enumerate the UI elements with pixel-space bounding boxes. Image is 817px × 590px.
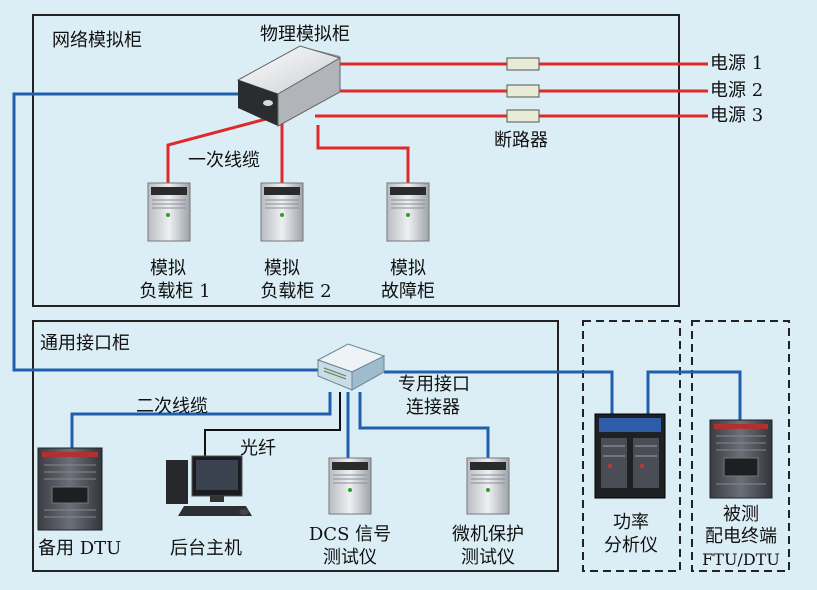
power-label-3: 电源 3 bbox=[710, 105, 764, 126]
tested-terminal-icon bbox=[709, 419, 773, 499]
secondary-cable-label: 二次线缆 bbox=[136, 396, 208, 417]
load-1-label-line1: 模拟 bbox=[150, 258, 186, 279]
connector-label-line1: 专用接口 bbox=[398, 374, 470, 395]
load-2-label-line1: 模拟 bbox=[264, 258, 300, 279]
breaker-label: 断路器 bbox=[494, 130, 548, 151]
host-label: 后台主机 bbox=[170, 538, 242, 559]
protection-tester-icon bbox=[466, 457, 510, 515]
fault-server-icon bbox=[386, 182, 430, 242]
power-label-2: 电源 2 bbox=[710, 80, 764, 101]
analyzer-label-line2: 分析仪 bbox=[604, 535, 658, 556]
host-computer-icon bbox=[166, 455, 252, 516]
network-cabinet-frame bbox=[32, 14, 680, 307]
load-server-2-icon bbox=[260, 182, 304, 242]
load-server-1-icon bbox=[147, 182, 191, 242]
physical-cabinet-label: 物理模拟柜 bbox=[260, 24, 350, 45]
interface-router-icon bbox=[316, 343, 386, 391]
dcs-label-line1: DCS 信号 bbox=[308, 524, 392, 545]
fault-label-line2: 故障柜 bbox=[381, 281, 435, 302]
power-analyzer-icon bbox=[594, 413, 666, 499]
load-1-label-line2: 负载柜 1 bbox=[139, 281, 211, 302]
protection-label-line2: 测试仪 bbox=[461, 547, 515, 568]
analyzer-label-line1: 功率 bbox=[613, 512, 649, 533]
dcs-tester-icon bbox=[328, 457, 372, 515]
tested-label-line3: FTU/DTU bbox=[702, 550, 780, 569]
protection-label-line1: 微机保护 bbox=[452, 524, 524, 545]
physical-router-icon bbox=[236, 45, 342, 127]
fiber-label: 光纤 bbox=[240, 438, 276, 459]
tested-label-line1: 被测 bbox=[723, 504, 759, 525]
tested-dashed-frame bbox=[691, 320, 790, 572]
interface-cabinet-frame bbox=[32, 320, 559, 572]
connector-label-line2: 连接器 bbox=[406, 397, 460, 418]
fiber-line bbox=[204, 392, 341, 458]
backup-dtu-icon bbox=[37, 447, 103, 531]
interface-cabinet-label: 通用接口柜 bbox=[40, 333, 130, 354]
backup-dtu-label: 备用 DTU bbox=[38, 538, 122, 559]
load-2-label-line2: 负载柜 2 bbox=[260, 281, 332, 302]
primary-cable-label: 一次线缆 bbox=[188, 150, 260, 171]
analyzer-dashed-frame bbox=[582, 320, 681, 572]
dcs-label-line2: 测试仪 bbox=[323, 547, 377, 568]
breaker-icons bbox=[506, 57, 540, 123]
fault-label-line1: 模拟 bbox=[390, 258, 426, 279]
power-label-1: 电源 1 bbox=[710, 53, 764, 74]
tested-label-line2: 配电终端 bbox=[705, 526, 777, 547]
network-cabinet-label: 网络模拟柜 bbox=[52, 30, 142, 51]
signal-lines bbox=[12, 92, 742, 458]
